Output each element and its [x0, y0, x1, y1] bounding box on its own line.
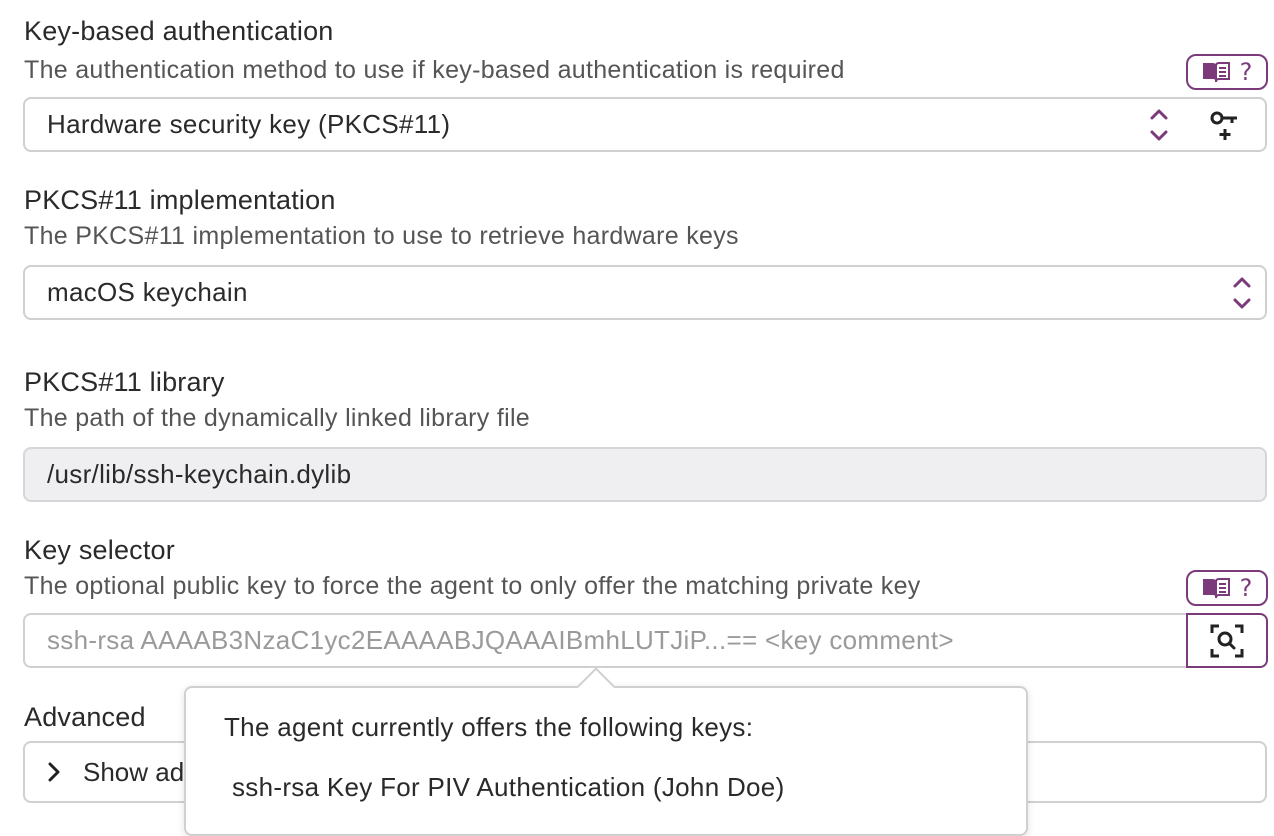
- agent-key-item[interactable]: ssh-rsa Key For PIV Authentication (John…: [232, 772, 785, 802]
- updown-chevron-icon: [1147, 105, 1171, 145]
- book-icon: [1202, 62, 1230, 83]
- key-auth-title: Key-based authentication: [24, 16, 334, 46]
- agent-keys-popover: The agent currently offers the following…: [184, 667, 1028, 836]
- book-icon: [1202, 578, 1230, 599]
- help-question-label: ?: [1239, 574, 1253, 602]
- key-selector-placeholder: ssh-rsa AAAAB3NzaC1yc2EAAAABJQAAAIBmhLUT…: [47, 625, 954, 655]
- pkcs-lib-description: The path of the dynamically linked libra…: [24, 404, 531, 432]
- key-search-button[interactable]: [1186, 613, 1268, 668]
- pkcs-impl-description: The PKCS#11 implementation to use to ret…: [24, 222, 739, 250]
- popover-heading: The agent currently offers the following…: [224, 712, 754, 742]
- chevron-right-icon: [48, 762, 60, 782]
- key-selector-help-button[interactable]: ?: [1186, 570, 1268, 606]
- scan-search-icon: [1210, 624, 1244, 657]
- popover-arrow: [576, 667, 616, 707]
- pkcs-impl-select[interactable]: macOS keychain: [23, 265, 1267, 320]
- key-add-button[interactable]: [1205, 107, 1245, 145]
- updown-chevron-icon: [1230, 273, 1254, 313]
- pkcs-lib-path-value: /usr/lib/ssh-keychain.dylib: [47, 459, 352, 489]
- key-auth-selected-value: Hardware security key (PKCS#11): [47, 109, 451, 139]
- key-auth-select[interactable]: Hardware security key (PKCS#11): [23, 97, 1267, 152]
- key-auth-help-button[interactable]: ?: [1186, 54, 1268, 90]
- pkcs-impl-selected-value: macOS keychain: [47, 277, 248, 307]
- pkcs-impl-title: PKCS#11 implementation: [24, 185, 336, 215]
- key-selector-input[interactable]: ssh-rsa AAAAB3NzaC1yc2EAAAABJQAAAIBmhLUT…: [23, 613, 1189, 668]
- key-auth-description: The authentication method to use if key-…: [24, 56, 845, 84]
- pkcs-lib-title: PKCS#11 library: [24, 367, 225, 397]
- help-question-label: ?: [1239, 58, 1253, 86]
- key-selector-description: The optional public key to force the age…: [24, 572, 921, 600]
- advanced-title: Advanced: [24, 702, 146, 732]
- key-selector-title: Key selector: [24, 535, 175, 565]
- key-add-icon: [1210, 111, 1237, 140]
- pkcs-lib-path-field[interactable]: /usr/lib/ssh-keychain.dylib: [23, 447, 1267, 502]
